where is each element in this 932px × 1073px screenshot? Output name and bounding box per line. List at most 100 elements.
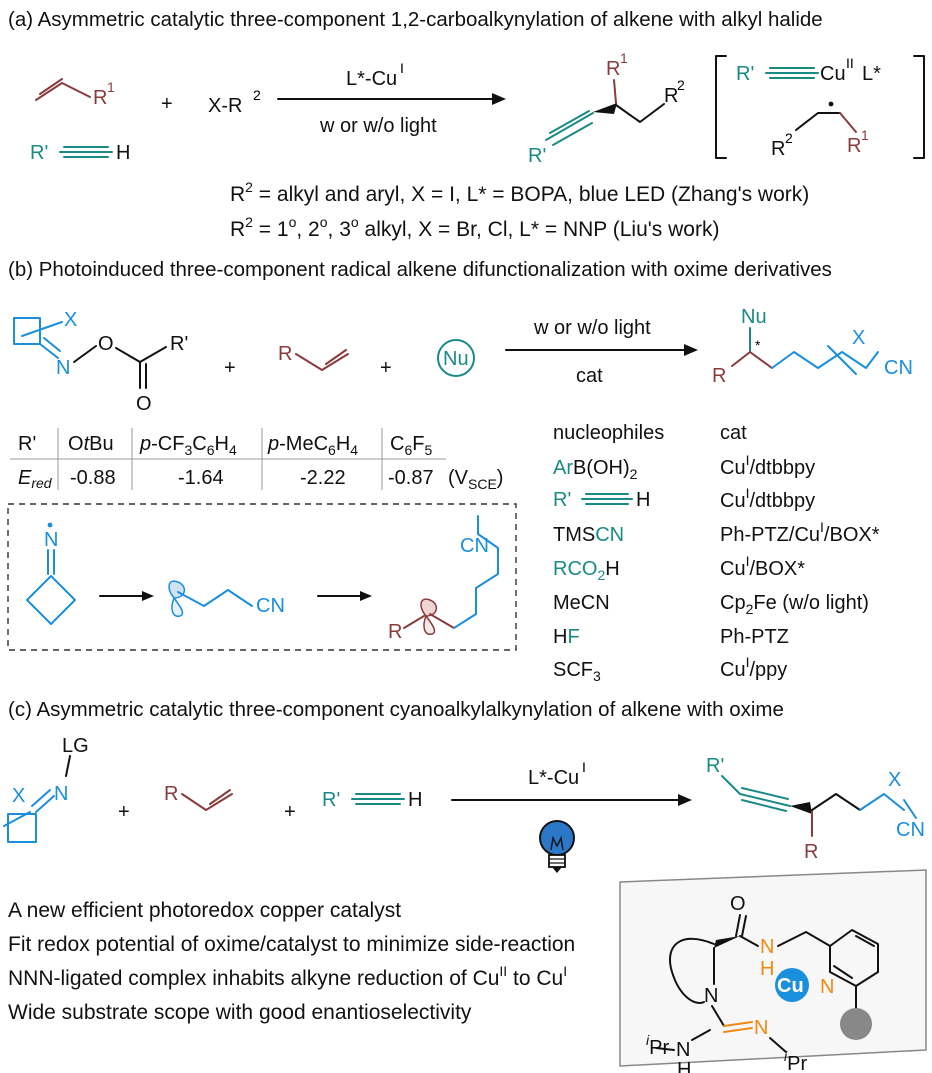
b-nu: Nu <box>443 348 469 370</box>
cat-o: O <box>730 893 746 915</box>
a-int-r2: R <box>771 138 785 160</box>
c-arrow-top: L*-Cu <box>528 767 579 789</box>
cat-nh-low-h: H <box>677 1059 691 1073</box>
cat-nh: N <box>760 936 774 958</box>
nu-item-3: TMSCN <box>553 524 624 546</box>
a-alkyne: R' H <box>30 142 130 164</box>
b-oxime-rprime: R' <box>170 333 188 355</box>
c-bullet-3: NNN-ligated complex inhabits alkyne redu… <box>8 963 567 990</box>
c-catalyst-structure: O N H N N N H iPr iPr Cu N <box>619 869 927 1073</box>
cat-nh-low: N <box>676 1039 690 1061</box>
b-product: Nu * R X CN <box>712 306 913 387</box>
nu-item-1: ArB(OH)2 <box>553 457 638 482</box>
a-int-cu-sup: II <box>846 55 854 71</box>
b-oxime-x: X <box>64 309 77 331</box>
a-halide: X-R <box>208 95 242 117</box>
light-bulb-icon <box>539 820 575 873</box>
nu-item-2: R' H <box>553 489 650 511</box>
b-oxime-n: N <box>56 357 70 379</box>
b-mech-cn2: CN <box>460 535 489 557</box>
a-prod-r2: R <box>664 85 678 107</box>
b-prod-star: * <box>755 337 761 353</box>
b-mech-cn1: CN <box>256 595 285 617</box>
cat-n-ring: N <box>704 985 718 1007</box>
svg-text:H: H <box>636 489 650 511</box>
a-product: R 1 R 2 R' <box>528 50 685 167</box>
b-plus-2: + <box>380 357 392 379</box>
c-prod-x: X <box>888 769 901 791</box>
b-prod-cn: CN <box>884 357 913 379</box>
cat-item-3: Ph-PTZ/CuI/BOX* <box>720 519 880 546</box>
nu-item-4: RCO2H <box>553 558 620 583</box>
table-col-2: p-CF3C6H4 <box>139 433 237 458</box>
cat-item-4: CuI/BOX* <box>720 553 805 580</box>
b-arrow: w or w/o light cat <box>505 317 698 387</box>
cat-nh-h: H <box>760 958 774 980</box>
c-bullet-2: Fit redox potential of oxime/catalyst to… <box>8 933 575 956</box>
table-col-1: OtBu <box>68 433 114 455</box>
a-prod-r1-sup: 1 <box>620 50 628 66</box>
section-c-heading: (c) Asymmetric catalytic three-component… <box>8 698 784 721</box>
list-header-nucleophiles: nucleophiles <box>553 422 664 444</box>
cat-ipr-right: iPr <box>784 1048 807 1073</box>
a-note-2: R2 = 1o, 2o, 3o alkyl, X = Br, Cl, L* = … <box>230 214 719 241</box>
a-prod-r2-sup: 2 <box>677 77 685 93</box>
cat-n-pyr: N <box>820 976 834 998</box>
a-int-r1: R <box>847 135 861 157</box>
b-alkene-r: R <box>278 343 292 365</box>
b-oxime-o2: O <box>136 393 152 415</box>
c-product: R' R X CN <box>706 755 925 863</box>
a-int-r1-sup: 1 <box>861 127 869 143</box>
c-alkyne-rprime: R' <box>322 789 340 811</box>
cat-cu: Cu <box>777 975 804 997</box>
b-mechanism-box: N CN R CN <box>7 503 517 651</box>
c-oxime-x: X <box>12 785 25 807</box>
c-plus-1: + <box>118 801 130 823</box>
c-plus-2: + <box>284 801 296 823</box>
b-arrow-top: w or w/o light <box>533 317 651 339</box>
c-alkene-r: R <box>164 783 178 805</box>
cat-ipr-left: iPr <box>646 1032 669 1059</box>
a-int-cu: Cu <box>820 63 846 85</box>
a-halide-sup: 2 <box>253 87 261 103</box>
b-mech-n: N <box>44 529 58 551</box>
c-prod-r: R <box>804 841 818 863</box>
table-value-1: -0.88 <box>70 467 116 489</box>
a-arrow-top: L*-Cu <box>346 68 397 90</box>
section-b-heading: (b) Photoinduced three-component radical… <box>8 258 832 281</box>
table-col-header: R' <box>18 433 36 455</box>
nu-item-5: MeCN <box>553 592 610 614</box>
c-alkene: R <box>164 783 233 811</box>
c-prod-cn: CN <box>896 819 925 841</box>
a-alkene: R 1 <box>35 78 115 109</box>
c-alkyne-h: H <box>408 789 422 811</box>
a-note-1: R2 = alkyl and aryl, X = I, L* = BOPA, b… <box>230 179 809 206</box>
table-value-4: -0.87 <box>388 467 434 489</box>
b-mech-r: R <box>388 621 402 643</box>
a-int-r2-sup: 2 <box>785 130 793 146</box>
a-prod-rprime: R' <box>528 145 546 167</box>
a-alkene-r-sup: 1 <box>107 79 115 95</box>
a-alkyne-rprime: R' <box>30 142 48 164</box>
cat-item-7: CuI/ppy <box>720 654 787 681</box>
c-prod-rprime: R' <box>706 755 724 777</box>
nu-item-7: SCF3 <box>553 659 601 684</box>
b-alkene: R <box>278 343 349 371</box>
b-nucleophile: Nu <box>437 339 475 377</box>
cat-item-6: Ph-PTZ <box>720 626 789 648</box>
section-a-heading: (a) Asymmetric catalytic three-component… <box>8 8 823 31</box>
c-bullet-1: A new efficient photoredox copper cataly… <box>8 899 401 922</box>
c-arrow-top-sup: I <box>582 759 586 775</box>
table-value-2: -1.64 <box>178 467 224 489</box>
table-row-header: Ered <box>18 467 53 491</box>
list-header-cat: cat <box>720 422 747 444</box>
b-arrow-bottom: cat <box>576 365 603 387</box>
a-int-rprime: R' <box>736 63 754 85</box>
b-prod-x: X <box>852 327 865 349</box>
a-int-ligand: L* <box>862 63 881 85</box>
c-bullet-4: Wide substrate scope with good enantiose… <box>8 1001 472 1024</box>
c-oxime-lg: LG <box>62 735 89 757</box>
b-redox-table: R' Ered OtBu p-CF3C6H4 p-MeC6H4 C6F5 -0.… <box>10 428 503 492</box>
b-plus-1: + <box>224 357 236 379</box>
